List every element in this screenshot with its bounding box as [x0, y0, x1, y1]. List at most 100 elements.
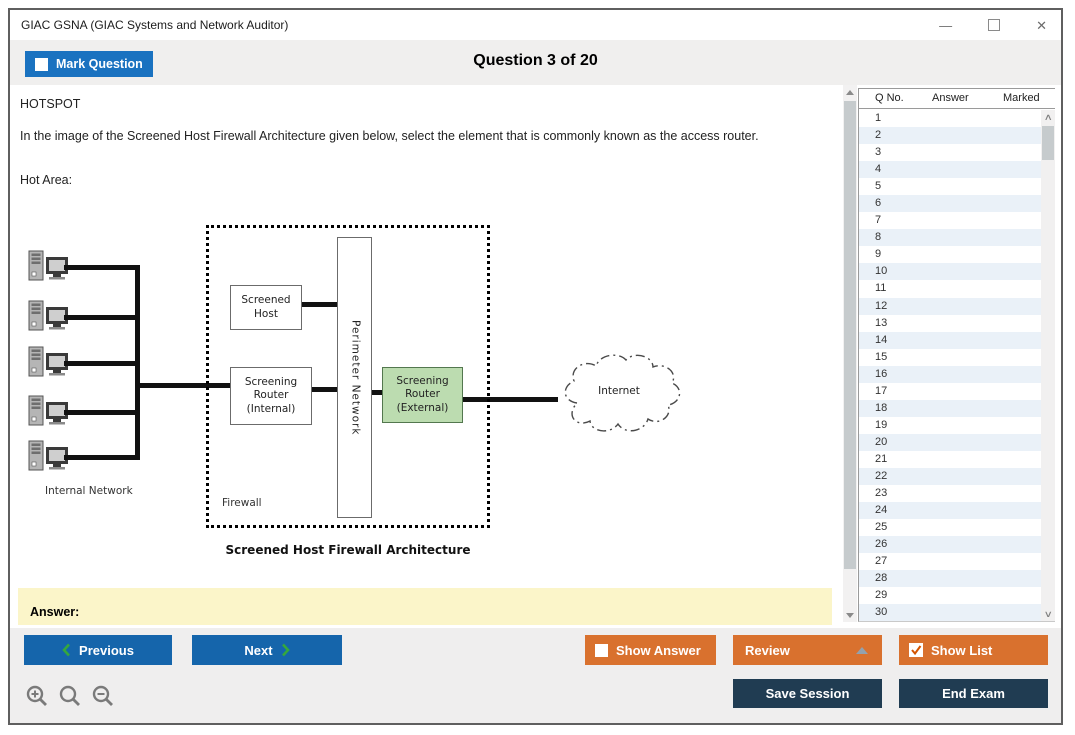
question-list-row[interactable]: 27	[859, 553, 1041, 571]
show-answer-button[interactable]: Show Answer	[585, 635, 716, 665]
question-list-row[interactable]: 23	[859, 485, 1041, 503]
question-list-row[interactable]: 1	[859, 110, 1041, 128]
question-list-row[interactable]: 12	[859, 297, 1041, 315]
chevron-right-icon	[281, 643, 290, 657]
screened-host-node[interactable]: Screened Host	[230, 285, 302, 330]
question-list-row[interactable]: 26	[859, 536, 1041, 554]
close-icon[interactable]: ✕	[1036, 17, 1047, 33]
question-list-row[interactable]: 3	[859, 144, 1041, 162]
app-window: GIAC GSNA (GIAC Systems and Network Audi…	[8, 8, 1063, 725]
question-list-row[interactable]: 24	[859, 502, 1041, 520]
question-list-scrollbar[interactable]: ∧ ∨	[1041, 110, 1055, 621]
question-list-row[interactable]: 10	[859, 263, 1041, 281]
question-list-row[interactable]: 28	[859, 570, 1041, 588]
mark-question-button[interactable]: Mark Question	[25, 51, 153, 77]
question-list-row[interactable]: 20	[859, 433, 1041, 451]
question-number: 10	[875, 265, 888, 278]
question-list-row[interactable]: 15	[859, 348, 1041, 366]
window-title: GIAC GSNA (GIAC Systems and Network Audi…	[21, 18, 289, 32]
dropdown-arrow-icon	[856, 647, 868, 654]
question-number: 3	[875, 146, 882, 159]
window-controls: — ✕	[939, 10, 1047, 40]
show-list-checkbox[interactable]	[909, 643, 923, 657]
question-number: 14	[875, 333, 888, 346]
question-number: 13	[875, 316, 888, 329]
show-answer-checkbox[interactable]	[595, 643, 608, 657]
question-number: 9	[875, 248, 882, 261]
question-list-row[interactable]: 5	[859, 178, 1041, 196]
question-number: 22	[875, 469, 888, 482]
question-list-row[interactable]: 8	[859, 229, 1041, 247]
perimeter-network-node[interactable]: Perimeter Network	[337, 237, 372, 518]
screening-router-internal-node[interactable]: Screening Router (Internal)	[230, 367, 312, 425]
question-number: 28	[875, 572, 888, 585]
question-number: 8	[875, 231, 882, 244]
question-number: 18	[875, 401, 888, 414]
column-qno: Q No.	[875, 92, 904, 104]
zoom-out-icon[interactable]	[91, 684, 115, 708]
question-number: 20	[875, 435, 888, 448]
column-answer: Answer	[932, 92, 969, 104]
question-prompt: In the image of the Screened Host Firewa…	[20, 129, 759, 143]
internet-link-line	[463, 397, 558, 402]
previous-button[interactable]: Previous	[24, 635, 172, 665]
network-line	[64, 315, 138, 320]
question-list-row[interactable]: 16	[859, 365, 1041, 383]
question-number: 23	[875, 487, 888, 500]
question-list-row[interactable]: 29	[859, 587, 1041, 605]
internet-cloud-node[interactable]: Internet	[555, 347, 683, 439]
mark-question-checkbox[interactable]	[35, 57, 48, 71]
host-link-line	[302, 302, 337, 307]
maximize-icon[interactable]	[988, 19, 1001, 31]
scroll-down-icon[interactable]	[843, 608, 857, 622]
question-list-row[interactable]: 11	[859, 280, 1041, 298]
network-line	[64, 455, 138, 460]
question-list-row[interactable]: 4	[859, 161, 1041, 179]
question-number: 7	[875, 214, 882, 227]
question-list-row[interactable]: 22	[859, 467, 1041, 486]
review-button[interactable]: Review	[733, 635, 882, 665]
question-number: 15	[875, 350, 888, 363]
content-scrollbar[interactable]	[843, 85, 857, 622]
question-list-row[interactable]: 9	[859, 246, 1041, 264]
question-list-row[interactable]: 25	[859, 519, 1041, 537]
question-list-row[interactable]: 17	[859, 382, 1041, 400]
question-kind: HOTSPOT	[20, 97, 81, 111]
question-list-row[interactable]: 18	[859, 399, 1041, 417]
show-list-button[interactable]: Show List	[899, 635, 1048, 665]
question-number: 1	[875, 112, 882, 124]
network-line	[64, 410, 138, 415]
question-list-row[interactable]: 13	[859, 314, 1041, 332]
answer-label: Answer:	[30, 605, 80, 619]
mark-question-label: Mark Question	[56, 57, 143, 71]
minimize-icon[interactable]: —	[939, 17, 953, 33]
workstation-icon	[28, 395, 68, 426]
workstation-icon	[28, 250, 68, 281]
question-list-row[interactable]: 6	[859, 195, 1041, 213]
scroll-up-icon[interactable]	[843, 85, 857, 99]
question-list-row[interactable]: 21	[859, 450, 1041, 468]
question-list-row[interactable]: 7	[859, 212, 1041, 230]
question-number: 21	[875, 452, 888, 465]
network-bus-line	[135, 265, 140, 460]
zoom-in-icon[interactable]	[25, 684, 49, 708]
save-session-button[interactable]: Save Session	[733, 679, 882, 708]
screening-router-external-node[interactable]: Screening Router (External)	[382, 367, 463, 423]
list-scroll-up-icon[interactable]: ∧	[1043, 111, 1053, 122]
question-list-row[interactable]: 14	[859, 331, 1041, 349]
question-list-scrollbar-thumb[interactable]	[1042, 126, 1054, 160]
question-area: HOTSPOT In the image of the Screened Hos…	[10, 85, 832, 625]
diagram-caption: Screened Host Firewall Architecture	[225, 543, 471, 557]
content-scrollbar-thumb[interactable]	[844, 101, 856, 569]
question-list-row[interactable]: 2	[859, 127, 1041, 145]
zoom-reset-icon[interactable]	[58, 684, 82, 708]
workstation-icon	[28, 440, 68, 471]
next-button[interactable]: Next	[192, 635, 342, 665]
question-list-row[interactable]: 30	[859, 604, 1041, 621]
list-scroll-down-icon[interactable]: ∨	[1043, 608, 1053, 619]
end-exam-button[interactable]: End Exam	[899, 679, 1048, 708]
cloud-icon	[564, 354, 681, 432]
question-list-row[interactable]: 19	[859, 416, 1041, 434]
question-number: 4	[875, 163, 882, 176]
